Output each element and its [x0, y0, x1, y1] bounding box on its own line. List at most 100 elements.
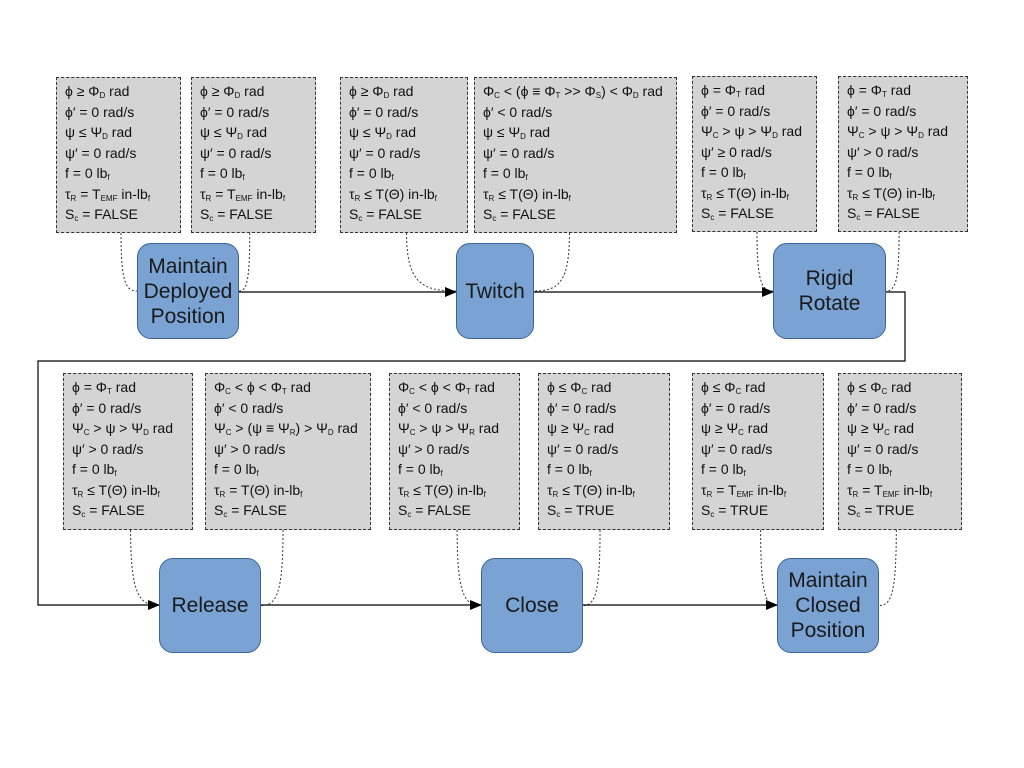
condition-box: ϕ ≤ ΦC rad ϕ′ = 0 rad/s ψ ≥ ΨC rad ψ′ = 0 r… — [538, 373, 670, 530]
condition-line: ψ ≤ ΨD rad — [349, 124, 417, 141]
condition-line: f = 0 lbf — [72, 461, 117, 478]
condition-line: ΨC > ψ > ΨR rad — [398, 420, 499, 437]
condition-line: ψ′ > 0 rad/s — [72, 440, 144, 457]
state-rigid-rotate: Rigid Rotate — [773, 243, 886, 339]
dotted-link — [406, 232, 457, 292]
condition-line: ΨC > (ψ ≡ ΨR) > ΨD rad — [214, 420, 358, 437]
condition-line: ψ ≤ ΨD rad — [483, 124, 551, 141]
condition-line: ϕ′ < 0 rad/s — [214, 399, 284, 416]
condition-line: Sc = FALSE — [214, 502, 287, 519]
condition-line: ψ ≥ ΨC rad — [847, 420, 915, 437]
dotted-link — [756, 231, 774, 292]
condition-line: ϕ ≥ ΦD rad — [349, 83, 414, 100]
condition-box: ϕ ≤ ΦC rad ϕ′ = 0 rad/s ψ ≥ ΨC rad ψ′ = 0 r… — [838, 373, 962, 530]
condition-line: τR ≤ T(Θ) in-lbf — [847, 184, 935, 202]
condition-line: ϕ′ = 0 rad/s — [200, 103, 270, 120]
dotted-link — [238, 232, 251, 292]
condition-line: f = 0 lbf — [398, 461, 443, 478]
condition-line: Sc = TRUE — [701, 502, 769, 519]
condition-line: ϕ′ = 0 rad/s — [701, 399, 771, 416]
condition-line: f = 0 lbf — [200, 165, 245, 182]
condition-line: τR = TEMF in-lbf — [200, 185, 286, 203]
condition-line: ϕ ≥ ΦD rad — [65, 83, 130, 100]
condition-line: f = 0 lbf — [483, 165, 528, 182]
dotted-link — [878, 529, 897, 606]
state-maintain-deployed-position: Maintain Deployed Position — [137, 243, 239, 339]
condition-line: ψ ≥ ΨC rad — [547, 420, 615, 437]
condition-line: ψ′ > 0 rad/s — [398, 440, 470, 457]
dotted-link — [533, 232, 570, 292]
condition-line: Sc = FALSE — [349, 206, 422, 223]
condition-line: f = 0 lbf — [847, 461, 892, 478]
condition-line: ψ′ = 0 rad/s — [65, 144, 137, 161]
condition-line: τR = TEMF in-lbf — [701, 481, 787, 499]
condition-line: ψ ≤ ΨD rad — [65, 124, 133, 141]
state-maintain-closed-position: Maintain Closed Position — [777, 558, 879, 653]
condition-line: ψ′ = 0 rad/s — [847, 440, 919, 457]
dotted-link — [120, 232, 138, 292]
condition-line: ϕ′ = 0 rad/s — [349, 103, 419, 120]
condition-line: Sc = FALSE — [701, 205, 774, 222]
condition-line: ϕ′ = 0 rad/s — [701, 102, 771, 119]
condition-line: ψ′ = 0 rad/s — [349, 144, 421, 161]
state-label: Maintain Closed Position — [788, 569, 868, 642]
state-label: Release — [171, 594, 249, 617]
condition-line: ψ′ = 0 rad/s — [200, 144, 272, 161]
condition-line: Sc = FALSE — [200, 206, 273, 223]
condition-line: ΨC > ψ > ΨD rad — [72, 420, 173, 437]
condition-line: ψ′ = 0 rad/s — [483, 144, 555, 161]
condition-line: τR ≤ T(Θ) in-lbf — [349, 185, 437, 203]
condition-line: ΨC > ψ > ΨD rad — [847, 123, 948, 140]
condition-line: f = 0 lbf — [214, 461, 259, 478]
condition-line: f = 0 lbf — [547, 461, 592, 478]
condition-line: ϕ = ΦT rad — [701, 82, 765, 99]
state-label: Twitch — [465, 279, 525, 303]
dotted-link — [760, 529, 778, 606]
condition-line: ΦC < (ϕ ≡ ΦT >> ΦS) < ΦD rad — [483, 83, 663, 100]
condition-line: ϕ ≥ ΦD rad — [200, 83, 265, 100]
condition-line: ϕ ≤ ΦC rad — [847, 379, 912, 396]
condition-line: ϕ′ < 0 rad/s — [398, 399, 468, 416]
condition-line: Sc = FALSE — [398, 502, 471, 519]
condition-line: τR = T(Θ) in-lbf — [214, 481, 303, 499]
condition-line: ϕ = ΦT rad — [847, 82, 911, 99]
dotted-link — [260, 529, 284, 606]
dotted-link — [456, 529, 482, 606]
condition-line: τR = TEMF in-lbf — [847, 481, 933, 499]
condition-line: ϕ = ΦT rad — [72, 379, 136, 396]
condition-line: f = 0 lbf — [701, 164, 746, 181]
dotted-link — [582, 529, 601, 606]
condition-box: ϕ = ΦT rad ϕ′ = 0 rad/s ΨC > ψ > ΨD rad ψ′ … — [692, 76, 817, 232]
condition-line: f = 0 lbf — [349, 165, 394, 182]
condition-line: Sc = FALSE — [72, 502, 145, 519]
condition-line: ψ′ > 0 rad/s — [847, 143, 919, 160]
condition-line: ψ′ = 0 rad/s — [701, 440, 773, 457]
condition-line: ψ′ ≥ 0 rad/s — [701, 143, 772, 160]
condition-line: ϕ′ = 0 rad/s — [547, 399, 617, 416]
condition-box: ϕ ≥ ΦD rad ϕ′ = 0 rad/s ψ ≤ ΨD rad ψ′ = 0 r… — [56, 77, 181, 233]
condition-line: ΨC > ψ > ΨD rad — [701, 123, 802, 140]
condition-line: τR ≤ T(Θ) in-lbf — [483, 185, 571, 203]
condition-line: ϕ ≤ ΦC rad — [547, 379, 612, 396]
condition-line: ϕ′ = 0 rad/s — [65, 103, 135, 120]
condition-box: ϕ ≥ ΦD rad ϕ′ = 0 rad/s ψ ≤ ΨD rad ψ′ = 0 r… — [340, 77, 468, 233]
condition-line: Sc = TRUE — [847, 502, 915, 519]
condition-line: Sc = FALSE — [847, 205, 920, 222]
condition-line: ψ ≥ ΨC rad — [701, 420, 769, 437]
condition-line: Sc = TRUE — [547, 502, 615, 519]
condition-line: ψ′ = 0 rad/s — [547, 440, 619, 457]
state-label: Rigid Rotate — [798, 267, 861, 315]
condition-line: τR = TEMF in-lbf — [65, 185, 151, 203]
condition-line: ϕ′ = 0 rad/s — [847, 399, 917, 416]
condition-line: f = 0 lbf — [701, 461, 746, 478]
flow-arrow — [37, 291, 906, 610]
condition-line: τR ≤ T(Θ) in-lbf — [701, 184, 789, 202]
